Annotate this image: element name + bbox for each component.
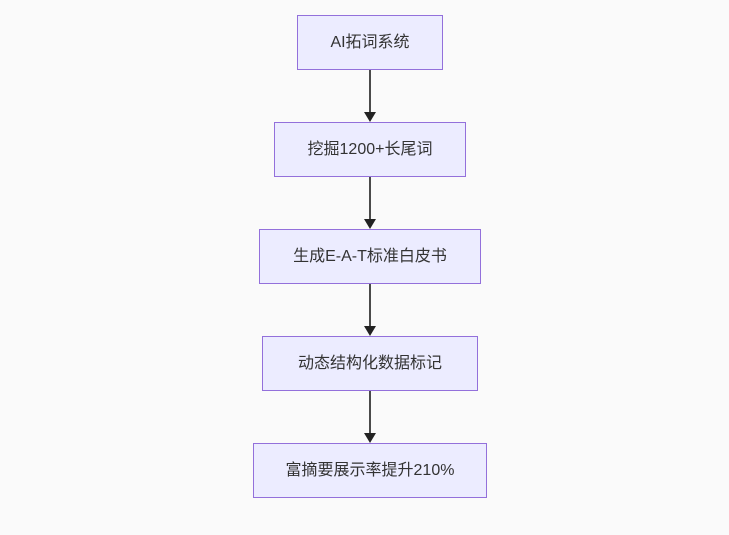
flow-node-label: 挖掘1200+长尾词 [307, 140, 433, 158]
arrow-down-connector [364, 284, 376, 336]
arrow-shaft [369, 391, 371, 434]
flow-node-label: AI拓词系统 [330, 33, 410, 51]
flowchart: AI拓词系统 挖掘1200+长尾词 生成E-A-T标准白皮书 动态结构化数据标记… [253, 15, 487, 498]
arrow-shaft [369, 177, 371, 220]
arrow-head-icon [364, 112, 376, 122]
flow-node-eat-whitepaper: 生成E-A-T标准白皮书 [259, 229, 481, 284]
arrow-down-connector [364, 391, 376, 443]
arrow-head-icon [364, 433, 376, 443]
arrow-head-icon [364, 326, 376, 336]
arrow-shaft [369, 284, 371, 327]
flow-node-label: 生成E-A-T标准白皮书 [293, 247, 447, 265]
arrow-head-icon [364, 219, 376, 229]
flow-node-label: 动态结构化数据标记 [297, 354, 442, 372]
flow-node-longtail-mining: 挖掘1200+长尾词 [274, 122, 466, 177]
flow-node-ai-keyword-system: AI拓词系统 [297, 15, 443, 70]
arrow-down-connector [364, 70, 376, 122]
arrow-shaft [369, 70, 371, 113]
flow-node-structured-data-markup: 动态结构化数据标记 [262, 336, 478, 391]
flow-node-rich-snippet-result: 富摘要展示率提升210% [253, 443, 487, 498]
arrow-down-connector [364, 177, 376, 229]
flow-node-label: 富摘要展示率提升210% [285, 461, 455, 479]
